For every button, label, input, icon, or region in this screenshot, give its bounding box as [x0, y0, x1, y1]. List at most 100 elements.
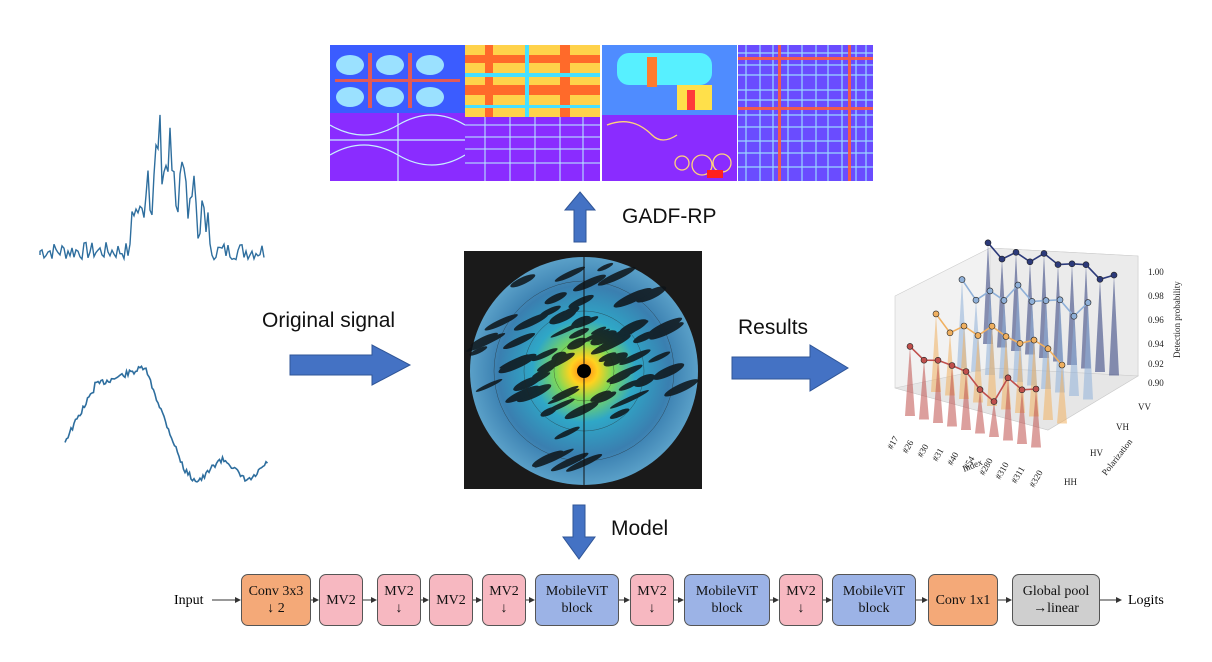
arrow-right-results	[731, 344, 849, 392]
z-axis-label: Detection probability	[1172, 281, 1182, 358]
block-label-line1: MobileViT	[545, 584, 609, 599]
original-signal-top	[39, 114, 265, 262]
result-peak	[1003, 377, 1013, 441]
pipeline-block-4: MV2	[429, 574, 473, 626]
block-label-line1: MV2	[786, 584, 816, 599]
pipeline-block-1: Conv 3x3 ↓ 2	[241, 574, 311, 626]
result-point	[962, 368, 970, 375]
pipeline-block-3: MV2↓	[377, 574, 421, 626]
index-tick: #40	[945, 450, 961, 467]
result-point	[1016, 340, 1024, 347]
z-axis: 1.00 0.98 0.96 0.94 0.92 0.90 Detection …	[1148, 267, 1182, 388]
block-label-line1: MV2	[489, 584, 519, 599]
block-label-line2: block	[561, 601, 593, 616]
result-point	[1004, 374, 1012, 382]
result-peak	[1083, 302, 1093, 400]
result-point	[1058, 361, 1066, 369]
result-peak	[1017, 389, 1027, 444]
block-label-line2: →linear	[1033, 601, 1079, 616]
result-point	[1084, 299, 1092, 306]
result-point	[986, 287, 994, 295]
block-label-line2: ↓ 2	[267, 601, 285, 616]
result-point	[988, 322, 996, 330]
result-peak	[1055, 299, 1065, 393]
result-peak	[1031, 389, 1041, 448]
result-peak	[933, 360, 943, 423]
result-point	[1110, 271, 1118, 279]
block-label-line1: Conv 3x3	[248, 584, 304, 599]
block-label-line2: ↓	[648, 601, 656, 616]
result-line	[909, 345, 1037, 403]
result-point	[946, 329, 954, 337]
pipeline-input-label: Input	[174, 593, 204, 608]
result-point	[1082, 261, 1090, 269]
result-point	[1040, 250, 1048, 257]
index-tick: #310	[993, 460, 1011, 481]
pipeline-block-6: MobileViT block	[535, 574, 619, 626]
result-point	[1032, 385, 1040, 393]
z-tick: 0.98	[1148, 291, 1164, 301]
arrow-down-model	[562, 504, 596, 560]
result-point	[934, 357, 942, 364]
result-point	[906, 343, 914, 350]
result-point	[958, 276, 966, 283]
block-label-line1: Global pool	[1022, 584, 1090, 599]
polarization-tick: HH	[1064, 477, 1077, 487]
pipeline-block-12: Global pool →linear	[1012, 574, 1100, 626]
polarization-axis-label: Polarization	[1100, 436, 1135, 477]
result-point	[1030, 336, 1038, 344]
pipeline-output-label: Logits	[1128, 593, 1164, 608]
result-peak	[973, 335, 983, 403]
block-label-line1: MV2	[436, 592, 466, 608]
index-tick: #30	[915, 442, 931, 459]
polarization-axis: HH HV VH VV Polarization	[1064, 402, 1151, 487]
result-peak	[989, 401, 999, 437]
result-point	[1018, 386, 1026, 394]
result-point	[1026, 258, 1034, 266]
results-label: Results	[738, 316, 809, 339]
result-point	[1002, 333, 1010, 340]
result-point	[1056, 296, 1064, 304]
block-label-line1: MV2	[384, 584, 414, 599]
result-peak	[1043, 348, 1053, 420]
result-peak	[947, 365, 957, 427]
z-tick: 1.00	[1148, 267, 1164, 277]
result-point	[1014, 281, 1022, 289]
result-peak	[1057, 365, 1067, 424]
result-line	[935, 313, 1063, 366]
block-label-line2: ↓	[500, 601, 508, 616]
block-label-line2: ↓	[797, 601, 805, 616]
result-point	[1012, 248, 1020, 256]
index-tick: #26	[900, 438, 916, 455]
index-tick: #320	[1027, 468, 1045, 489]
original-signal-label: Original signal	[262, 309, 396, 332]
result-point	[960, 322, 968, 330]
z-tick: 0.94	[1148, 339, 1164, 349]
index-tick: #311	[1009, 465, 1026, 485]
result-point	[974, 332, 982, 339]
gadf-rp-label: GADF-RP	[622, 205, 717, 228]
polarization-tick: HV	[1090, 448, 1103, 458]
result-point	[990, 398, 998, 405]
gadf-rp-image-2	[465, 45, 600, 181]
result-point	[1042, 297, 1050, 304]
index-tick: #17	[885, 434, 901, 451]
z-tick: 0.90	[1148, 378, 1164, 388]
z-tick: 0.96	[1148, 315, 1164, 325]
result-point	[1000, 297, 1008, 304]
result-peak	[919, 360, 929, 420]
arrow-right-original	[289, 344, 412, 386]
result-point	[1044, 345, 1052, 352]
index-tick: #31	[930, 446, 945, 463]
radar-image	[464, 251, 702, 489]
gadf-rp-image-1	[330, 45, 465, 181]
pipeline-block-7: MV2↓	[630, 574, 674, 626]
block-label-line2: block	[711, 601, 743, 616]
gadf-rp-image-4	[738, 45, 873, 181]
gadf-rp-image-3	[602, 45, 737, 181]
block-label-line1: MV2	[326, 592, 356, 608]
result-peak	[1109, 275, 1119, 376]
